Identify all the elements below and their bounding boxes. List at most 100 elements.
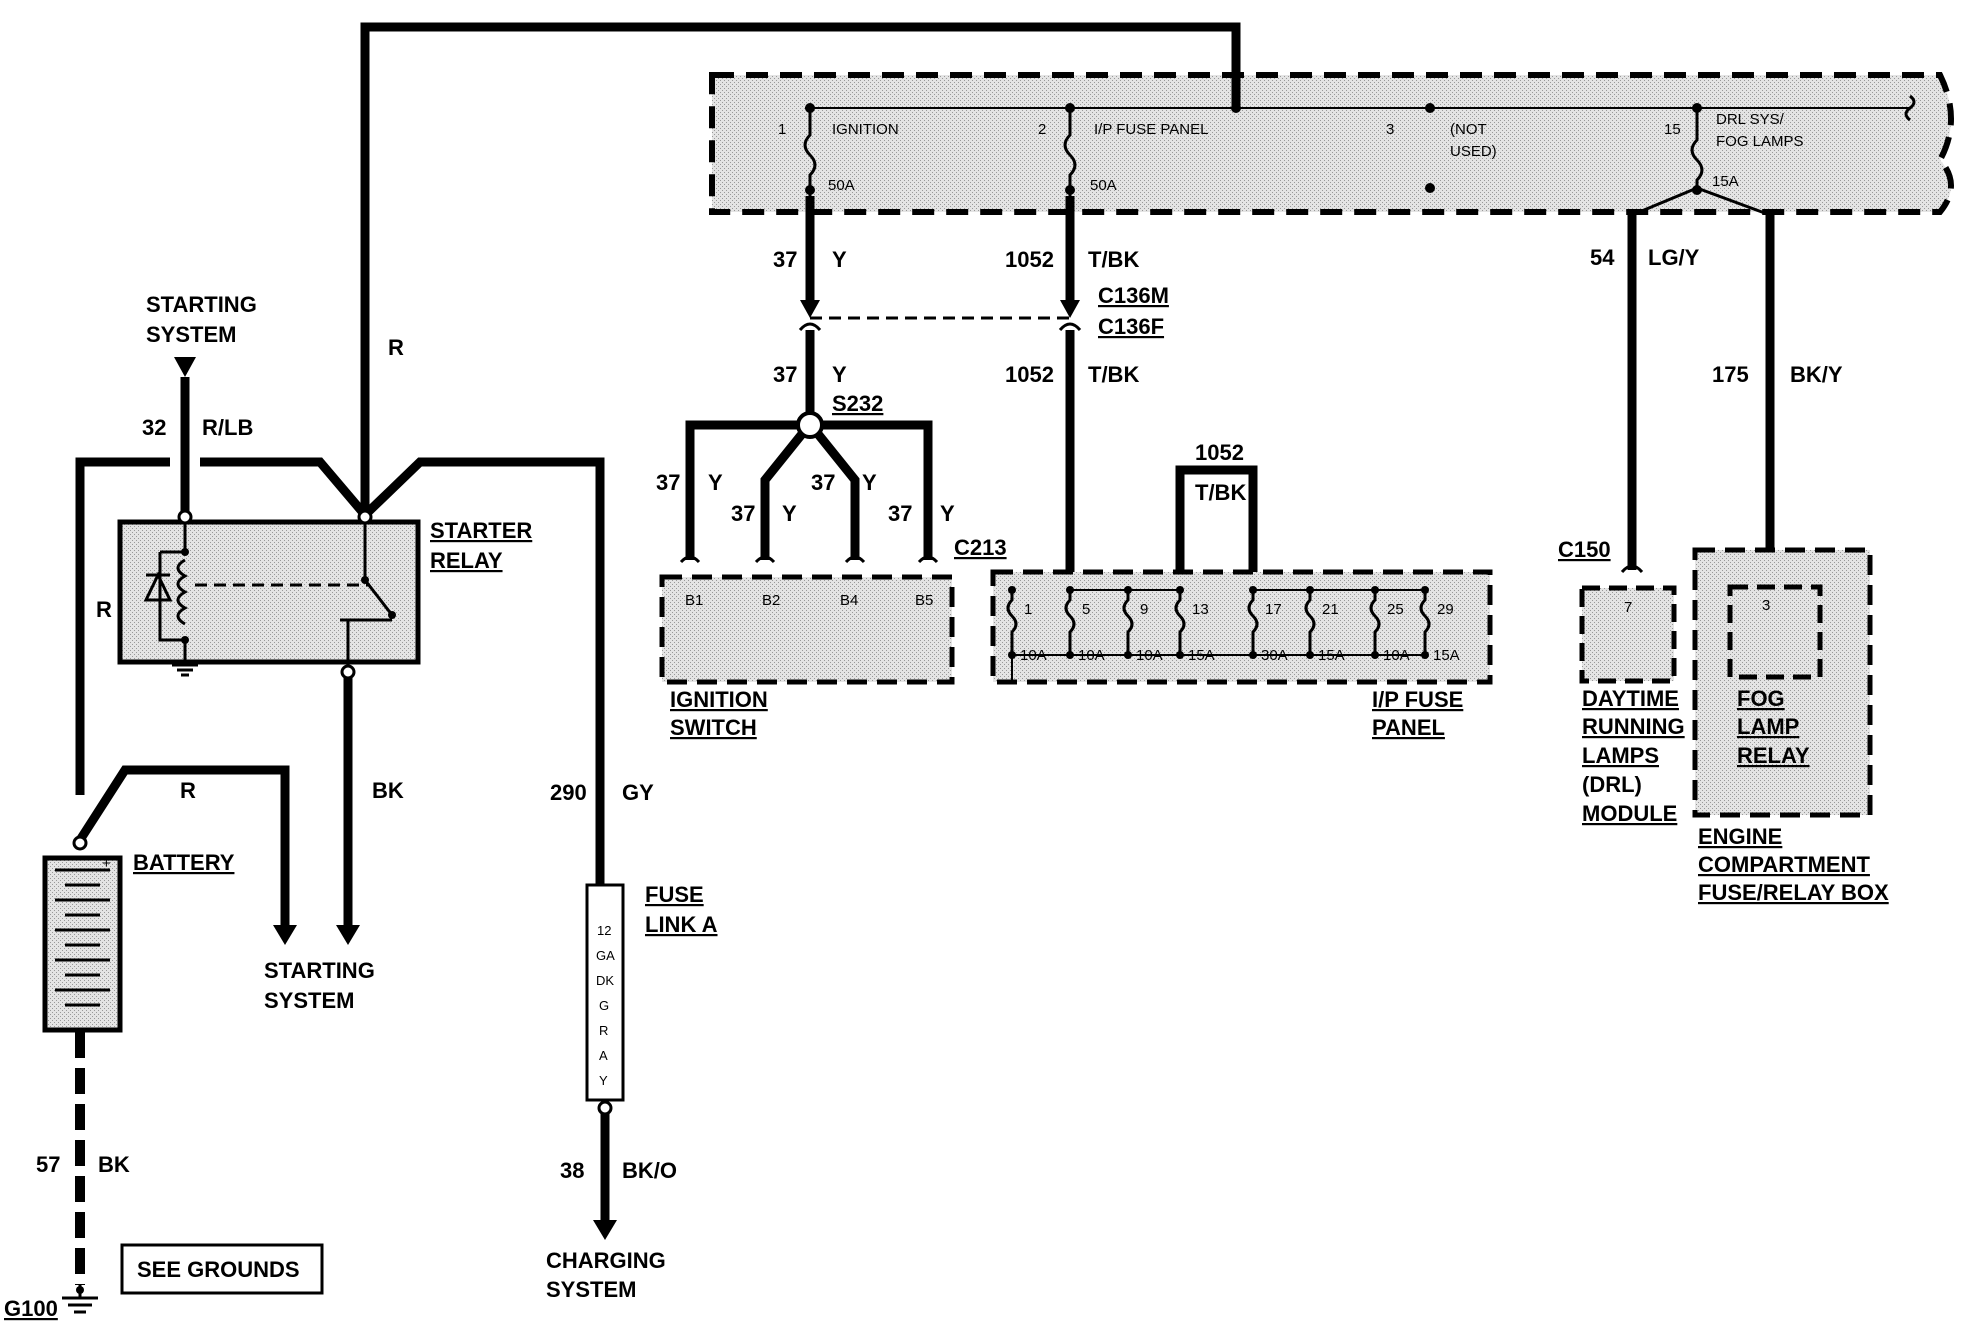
svg-text:290: 290	[550, 780, 587, 805]
svg-text:57: 57	[36, 1152, 60, 1177]
fuse-3-not-used: 3 (NOT USED)	[1386, 121, 1497, 160]
ip-fuse-1: 1 10A	[1006, 586, 1047, 664]
svg-text:STARTER: STARTER	[430, 518, 532, 543]
svg-text:RUNNING: RUNNING	[1582, 714, 1685, 739]
svg-text:COMPARTMENT: COMPARTMENT	[1698, 852, 1870, 877]
svg-text:C136F: C136F	[1098, 314, 1164, 339]
svg-text:BK: BK	[98, 1152, 130, 1177]
see-grounds-box: SEE GROUNDS	[120, 1243, 324, 1295]
wire-57-bk: 57 BK	[36, 1032, 130, 1285]
svg-text:FOG LAMPS: FOG LAMPS	[1716, 133, 1804, 150]
svg-text:T/BK: T/BK	[1195, 480, 1246, 505]
svg-text:T/BK: T/BK	[1088, 247, 1139, 272]
svg-text:Y: Y	[708, 470, 723, 495]
svg-text:LAMPS: LAMPS	[1582, 743, 1659, 768]
svg-text:DAYTIME: DAYTIME	[1582, 686, 1679, 711]
svg-text:12: 12	[597, 923, 611, 938]
svg-text:Y: Y	[599, 1073, 608, 1088]
starting-system-top: STARTING SYSTEM	[146, 292, 257, 377]
svg-text:38: 38	[560, 1158, 584, 1183]
fuse-2-ip-fuse-panel: 2 I/P FUSE PANEL 50A	[1038, 103, 1209, 196]
svg-text:C136M: C136M	[1098, 283, 1169, 308]
svg-text:DK: DK	[596, 973, 614, 988]
fuse-link-a: 12 GA DK G R A Y FUSE LINK A	[585, 882, 718, 1102]
svg-text:SEE GROUNDS: SEE GROUNDS	[137, 1257, 300, 1282]
wire-175-bky: 175 BK/Y	[1712, 215, 1843, 569]
svg-text:LINK A: LINK A	[645, 912, 718, 937]
svg-text:3: 3	[1386, 121, 1394, 138]
connector-c136: C136M C136F	[798, 283, 1169, 339]
svg-text:SWITCH: SWITCH	[670, 715, 757, 740]
svg-text:FUSE/RELAY BOX: FUSE/RELAY BOX	[1698, 880, 1889, 905]
wire-290-gy: 290 GY	[550, 780, 654, 805]
svg-text:B5: B5	[915, 592, 933, 609]
svg-text:B2: B2	[762, 592, 780, 609]
wire-37-y-mid: 37 Y	[773, 330, 847, 425]
svg-text:R: R	[388, 335, 404, 360]
svg-text:G100: G100	[4, 1296, 58, 1321]
wire-37-branches: 37 Y 37 Y 37 Y 37 Y	[656, 420, 955, 564]
wire-r-top: R	[360, 22, 1241, 510]
ip-fuse-rating: 10A	[1078, 647, 1105, 664]
svg-text:DRL SYS/: DRL SYS/	[1716, 111, 1785, 128]
svg-text:1052: 1052	[1005, 247, 1054, 272]
svg-text:54: 54	[1590, 245, 1615, 270]
ip-fuse-13: 13 15A	[1174, 586, 1215, 664]
wire-r-left: R	[75, 457, 605, 885]
svg-text:PANEL: PANEL	[1372, 715, 1445, 740]
fuse-15-drl-fog: 15 DRL SYS/ FOG LAMPS 15A	[1664, 103, 1804, 195]
ip-fuse-rating: 15A	[1433, 647, 1460, 664]
svg-text:BATTERY: BATTERY	[133, 850, 235, 875]
svg-text:50A: 50A	[1090, 177, 1117, 194]
svg-text:7: 7	[1624, 599, 1632, 616]
ip-fuse-number: 1	[1024, 601, 1032, 618]
power-distribution-box	[709, 72, 1954, 215]
charging-system: CHARGING SYSTEM	[546, 1248, 666, 1302]
ip-fuse-rating: 15A	[1188, 647, 1215, 664]
svg-text:1052: 1052	[1005, 362, 1054, 387]
ip-fuse-rating: 10A	[1383, 647, 1410, 664]
svg-text:37: 37	[773, 247, 797, 272]
ip-fuse-number: 29	[1437, 601, 1454, 618]
svg-text:CHARGING: CHARGING	[546, 1248, 666, 1273]
svg-text:A: A	[599, 1048, 608, 1063]
wire-bk-relay: BK	[336, 678, 404, 945]
svg-text:GA: GA	[596, 948, 615, 963]
svg-text:37: 37	[888, 501, 912, 526]
svg-text:3: 3	[1762, 597, 1770, 614]
wire-54-lgy: 54 LG/Y C150	[1558, 186, 1771, 574]
svg-text:+: +	[102, 855, 111, 872]
wire-1052-jumper: 1052 T/BK	[1175, 440, 1258, 577]
svg-text:R: R	[96, 597, 112, 622]
svg-text:15: 15	[1664, 121, 1681, 138]
svg-text:Y: Y	[782, 501, 797, 526]
svg-text:(DRL): (DRL)	[1582, 772, 1642, 797]
svg-text:SYSTEM: SYSTEM	[264, 988, 354, 1013]
fuse-1-ignition: 1 IGNITION 50A	[778, 103, 899, 196]
svg-text:I/P FUSE PANEL: I/P FUSE PANEL	[1094, 121, 1209, 138]
ip-fuse-number: 13	[1192, 601, 1209, 618]
svg-text:37: 37	[656, 470, 680, 495]
wire-1052-tbk-top: 1052 T/BK	[1005, 196, 1139, 318]
ignition-switch: C213 B1 B2 B4 B5 IGNITION SWITCH	[659, 535, 1007, 740]
ip-fuse-rating: 30A	[1261, 647, 1288, 664]
ip-fuse-rating: 15A	[1318, 647, 1345, 664]
svg-text:BK: BK	[372, 778, 404, 803]
svg-text:GY: GY	[622, 780, 654, 805]
ip-fuse-29: 29 15A	[1419, 586, 1460, 664]
svg-text:STARTING: STARTING	[264, 958, 375, 983]
engine-compartment-fuse-relay-box: 3 FOG LAMP RELAY ENGINE COMPARTMENT FUSE…	[1692, 547, 1889, 905]
svg-text:ENGINE: ENGINE	[1698, 824, 1782, 849]
wire-37-y-top: 37 Y	[773, 196, 847, 318]
svg-text:15A: 15A	[1712, 173, 1739, 190]
svg-text:37: 37	[811, 470, 835, 495]
ip-fuse-rating: 10A	[1020, 647, 1047, 664]
ip-fuse-rating: 10A	[1136, 647, 1163, 664]
svg-text:LAMP: LAMP	[1737, 714, 1799, 739]
svg-text:R: R	[180, 778, 196, 803]
